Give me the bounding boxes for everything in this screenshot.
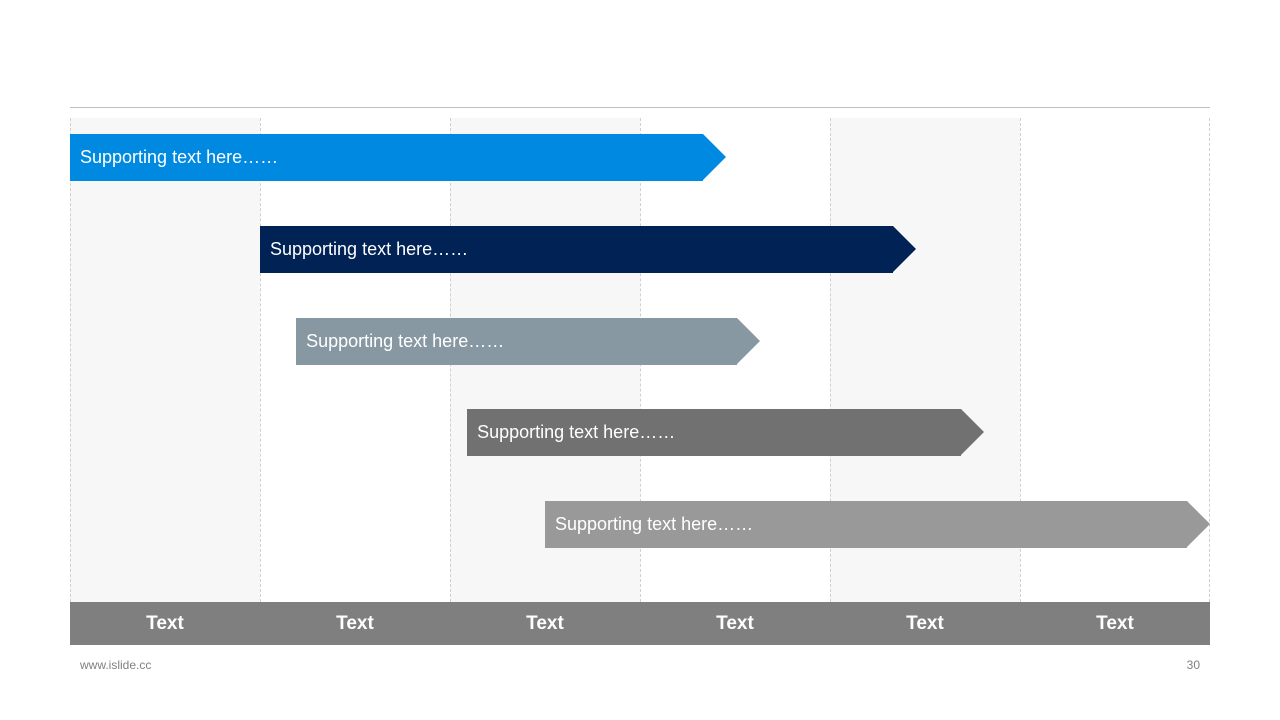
column-label-1: Text	[146, 613, 184, 634]
bar-label: Supporting text here……	[306, 331, 505, 351]
page-number: 30	[1186, 658, 1200, 672]
timeline-bar-1: Supporting text here……	[70, 134, 726, 181]
column-label-4: Text	[716, 613, 754, 634]
bar-label: Supporting text here……	[270, 239, 469, 259]
footer-website[interactable]: www.islide.cc	[80, 658, 152, 672]
bar-arrow-head	[736, 318, 760, 364]
column-divider	[260, 118, 261, 602]
column-label-3: Text	[526, 613, 564, 634]
column-divider	[1209, 118, 1210, 602]
column-label-2: Text	[336, 613, 374, 634]
bar-body	[296, 318, 737, 365]
bar-body	[545, 501, 1187, 548]
bar-arrow-head	[960, 409, 984, 455]
bar-label: Supporting text here……	[80, 147, 279, 167]
bar-body	[260, 226, 893, 273]
bar-label: Supporting text here……	[477, 422, 676, 442]
timeline-bar-4: Supporting text here……	[467, 409, 984, 456]
bar-label: Supporting text here……	[555, 514, 754, 534]
timeline-bar-5: Supporting text here……	[545, 501, 1210, 548]
bar-arrow-head	[892, 226, 916, 272]
column-label-5: Text	[906, 613, 944, 634]
column-divider	[1020, 118, 1021, 602]
bar-body	[467, 409, 961, 456]
column-header-bar: Text Text Text Text Text Text	[70, 602, 1210, 645]
timeline-grid: Supporting text here…… Supporting text h…	[70, 118, 1210, 602]
bar-arrow-head	[702, 134, 726, 180]
bar-body	[70, 134, 703, 181]
timeline-bar-2: Supporting text here……	[260, 226, 916, 273]
column-band-1	[70, 118, 260, 602]
top-divider	[70, 107, 1210, 108]
bar-arrow-head	[1187, 501, 1210, 547]
timeline-bar-3: Supporting text here……	[296, 318, 760, 365]
column-divider	[70, 118, 71, 602]
column-divider	[830, 118, 831, 602]
column-label-6: Text	[1096, 613, 1134, 634]
